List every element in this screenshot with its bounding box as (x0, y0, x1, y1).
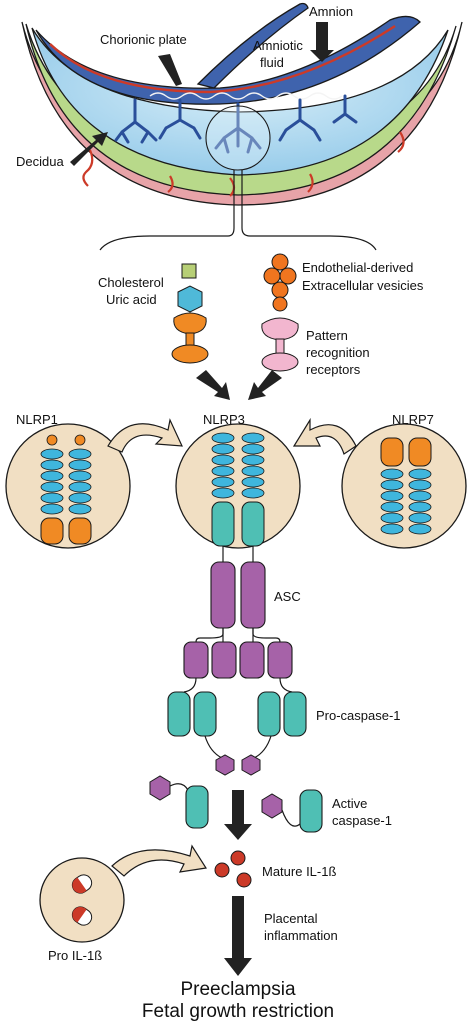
pro-caspase-label: Pro-caspase-1 (316, 708, 401, 723)
asc-adaptor (183, 546, 293, 679)
nlrp7-to-nlrp3-arrow (292, 417, 357, 455)
zoom-bracket (99, 170, 377, 251)
decidua-arrow (70, 132, 108, 166)
amnion-rim (196, 2, 309, 89)
trigger-arrow-left (196, 370, 230, 400)
nlrp1-complex (5, 423, 131, 549)
prr-label-2: recognition (306, 345, 370, 360)
nlrp1-to-nlrp3-arrow (107, 418, 183, 453)
cholesterol-crystal-icon (181, 263, 197, 279)
trigger-arrow-right (248, 370, 282, 400)
nlrp7-complex (341, 423, 467, 549)
ev-label-2: Extracellular vesicies (302, 278, 424, 293)
ev-label-1: Endothelial-derived (302, 260, 413, 275)
chorionic-plate-band (35, 15, 421, 105)
nlrp3-complex (175, 423, 301, 549)
chorionic-vessel-red (49, 24, 396, 94)
outcome-preeclampsia: Preeclampsia (180, 979, 296, 1000)
decidua-label: Decidua (16, 154, 64, 169)
pro-il-to-mature-arrow (111, 844, 207, 877)
mature-il1b-icon (214, 850, 252, 888)
active-caspase-1 (149, 775, 323, 840)
villous-tree-left (114, 98, 202, 144)
intervillous-space (31, 27, 449, 176)
placenta-illustration (21, 2, 463, 206)
zoom-circle (205, 105, 271, 171)
villous-tree-center (214, 102, 262, 154)
active-caspase-label-1: Active (332, 796, 367, 811)
pro-il-label: Pro IL-1ß (48, 948, 102, 963)
placental-inflammation-label-2: inflammation (264, 928, 338, 943)
amnion-membrane (149, 92, 343, 100)
amniotic-fluid-label-2: fluid (260, 55, 284, 70)
nlrp3-label: NLRP3 (203, 412, 245, 427)
villous-tree-right (278, 94, 358, 142)
outcome-fgr: Fetal growth restriction (142, 1001, 334, 1022)
prr-label-1: Pattern (306, 328, 348, 343)
nlrp1-label: NLRP1 (16, 412, 58, 427)
inflammation-down-arrow (224, 896, 252, 976)
amniotic-fluid-label-1: Amniotic (253, 38, 303, 53)
triggers-group (171, 253, 299, 400)
amnion-label: Amnion (309, 4, 353, 19)
pink-receptor-icon (261, 317, 299, 372)
uric-acid-label: Uric acid (106, 292, 157, 307)
active-caspase-label-2: caspase-1 (332, 813, 392, 828)
extracellular-vesicles-icon (263, 253, 297, 312)
nlrp7-label: NLRP7 (392, 412, 434, 427)
placental-inflammation-label-1: Placental (264, 911, 318, 926)
pro-il1b-complex (39, 857, 125, 943)
pro-caspase-1 (167, 677, 307, 776)
prr-label-3: receptors (306, 362, 361, 377)
mature-il-label: Mature IL-1ß (262, 864, 336, 879)
asc-label: ASC (274, 589, 301, 604)
amnion-arrow (310, 22, 334, 62)
chorionic-plate-arrow (158, 54, 182, 86)
orange-receptor-icon (171, 312, 209, 364)
caspase-down-arrow (224, 790, 252, 840)
cholesterol-label: Cholesterol (98, 275, 164, 290)
uric-acid-hexagon-icon (177, 285, 203, 313)
chorionic-plate-label: Chorionic plate (100, 32, 187, 47)
